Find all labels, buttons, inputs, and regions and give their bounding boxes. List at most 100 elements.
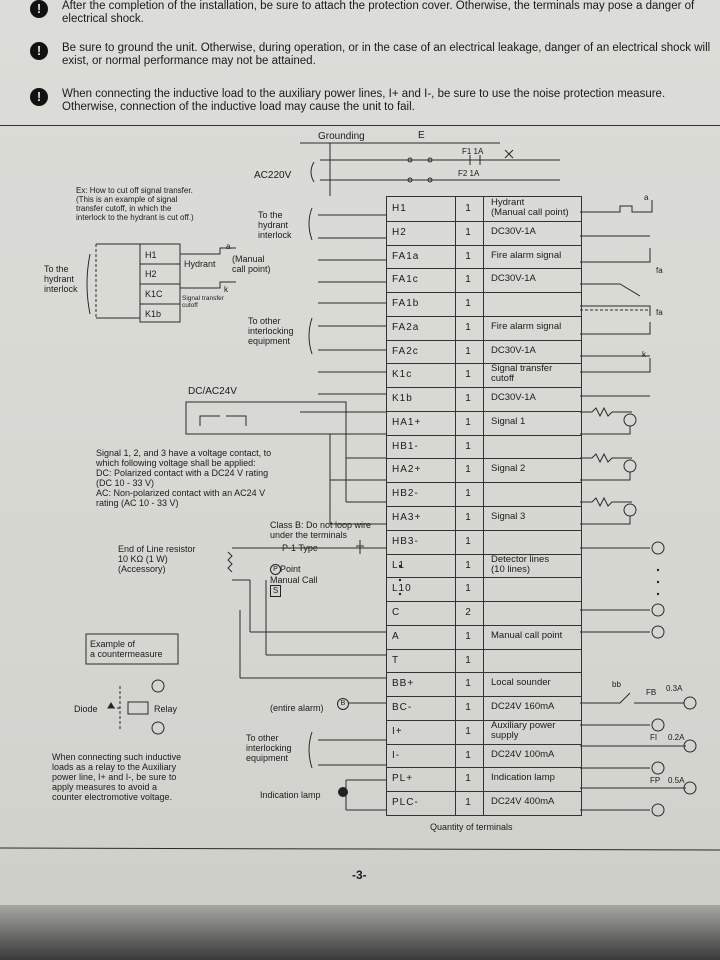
terminal-quantity: 1 (465, 797, 471, 808)
mini-k1c: K1C (145, 289, 163, 299)
terminal-divider (387, 791, 581, 792)
background-shadow (0, 905, 720, 960)
terminal-quantity: 1 (465, 560, 471, 571)
terminal-description: DC24V 400mA (491, 796, 555, 807)
mini-signal-cutoff: Signal transfer cutoff (182, 295, 224, 309)
terminal-description: Signal 2 (491, 463, 526, 474)
terminal-name: FA1c (392, 274, 419, 285)
terminal-name: HA1+ (392, 417, 422, 428)
terminal-divider (387, 554, 581, 555)
terminal-divider (387, 268, 581, 269)
terminal-divider (387, 387, 581, 388)
terminal-quantity: 1 (465, 274, 471, 285)
terminal-quantity: 1 (465, 298, 471, 309)
terminal-divider (387, 482, 581, 483)
mini-k: k (224, 285, 228, 294)
dc-ac24v-label: DC/AC24V (188, 386, 237, 397)
terminal-name: HA3+ (392, 512, 422, 523)
class-b-note: Class B: Do not loop wire under the term… (270, 520, 372, 540)
terminal-quantity: 1 (465, 536, 471, 547)
terminal-divider (387, 672, 581, 673)
terminal-quantity: 1 (465, 678, 471, 689)
terminal-description: DC24V 100mA (491, 749, 555, 760)
fuse-fi-label: FI (650, 733, 658, 742)
terminal-quantity: 1 (465, 512, 471, 523)
right-fa-label-1: fa (656, 266, 663, 275)
hydrant-interlock-label: To the hydrant interlock (258, 210, 292, 240)
countermeasure-label: Example of a countermeasure (90, 639, 163, 659)
terminal-divider (387, 411, 581, 412)
terminal-divider (387, 696, 581, 697)
manual-call-label: Manual Call (270, 575, 318, 585)
terminal-divider (387, 530, 581, 531)
terminal-divider (387, 245, 581, 246)
manual-call-row: P Manual Call S (270, 553, 318, 597)
terminal-name: HA2+ (392, 464, 422, 475)
fuse-f1-label: F1 1A (462, 147, 484, 156)
terminal-quantity: 1 (465, 203, 471, 214)
terminal-divider (387, 720, 581, 721)
terminal-divider (387, 649, 581, 650)
terminal-name: PL+ (392, 773, 414, 784)
terminal-divider (387, 744, 581, 745)
terminal-name: PLC- (392, 797, 419, 808)
lamp-icon (338, 787, 348, 797)
terminal-description: Signal 1 (491, 416, 526, 427)
s-badge-icon: S (270, 585, 281, 597)
terminal-name: I- (392, 750, 401, 761)
terminal-description: Signal transfer cutoff (491, 363, 553, 384)
terminal-name: I+ (392, 726, 403, 737)
fuse-f2-label: F2 1A (458, 169, 480, 178)
terminal-quantity: 1 (465, 393, 471, 404)
terminal-quantity: 1 (465, 322, 471, 333)
mini-a: a (226, 242, 231, 251)
ac220v-label: AC220V (254, 170, 292, 181)
terminal-description: Manual call point (491, 630, 563, 641)
bell-badge-icon: B (337, 698, 349, 710)
diode-label: Diode (74, 704, 98, 714)
terminal-description: Hydrant (Manual call point) (491, 197, 569, 218)
terminal-description: DC30V-1A (491, 392, 536, 403)
terminal-divider (387, 316, 581, 317)
terminal-name: L1 (392, 560, 406, 571)
terminal-quantity: 1 (465, 251, 471, 262)
terminal-description: Signal 3 (491, 511, 526, 522)
exclamation-icon: ! (30, 0, 48, 18)
terminal-quantity: 1 (465, 441, 471, 452)
other-interlocking-label-2: To other interlocking equipment (246, 733, 292, 763)
terminal-name: K1b (392, 393, 413, 404)
terminal-description: DC30V-1A (491, 345, 536, 356)
inductive-note: When connecting such inductive loads as … (52, 752, 182, 802)
right-bb-label: bb (612, 680, 621, 689)
mini-hydrant: Hydrant (184, 259, 216, 269)
terminal-name: FA1b (392, 298, 420, 309)
terminal-description: DC30V-1A (491, 226, 536, 237)
warning-text: After the completion of the installation… (62, 0, 695, 25)
terminal-divider (387, 506, 581, 507)
quantity-label: Quantity of terminals (430, 822, 513, 832)
terminal-divider (387, 292, 581, 293)
terminal-quantity: 1 (465, 702, 471, 713)
p1-type-label: P-1 Type (282, 543, 318, 553)
mini-h2: H2 (145, 269, 157, 279)
other-interlocking-label: To other interlocking equipment (248, 316, 294, 346)
terminal-quantity: 2 (465, 607, 471, 618)
terminal-quantity: 1 (465, 464, 471, 475)
terminal-divider (387, 340, 581, 341)
terminal-quantity: 1 (465, 726, 471, 737)
entire-alarm-label: (entire alarm) (270, 703, 324, 713)
indication-lamp-label: Indication lamp (260, 790, 321, 800)
mini-h1: H1 (145, 250, 157, 260)
exclamation-icon: ! (30, 42, 48, 60)
terminal-divider (387, 577, 581, 578)
terminal-divider (387, 625, 581, 626)
example-note: Ex: How to cut off signal transfer. (Thi… (76, 186, 194, 222)
terminal-name: H2 (392, 227, 407, 238)
terminal-quantity: 1 (465, 750, 471, 761)
warning-text: Be sure to ground the unit. Otherwise, d… (62, 42, 711, 67)
page-number: -3- (352, 868, 367, 882)
terminal-name: H1 (392, 203, 407, 214)
fuse-fb-label: FB (646, 688, 657, 697)
